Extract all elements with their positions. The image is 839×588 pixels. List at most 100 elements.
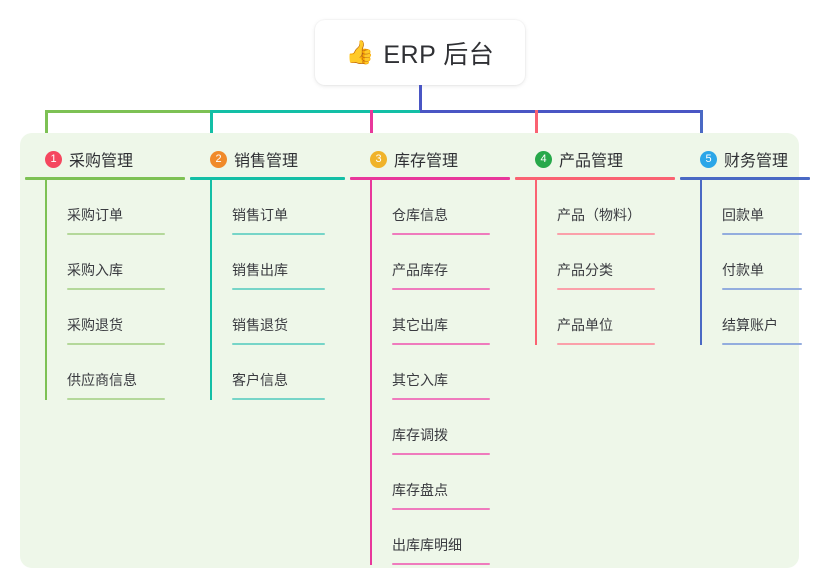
column-items-1: 采购订单采购入库采购退货供应商信息: [45, 180, 185, 400]
list-item[interactable]: 回款单: [700, 180, 810, 235]
list-item-rule: [392, 563, 490, 565]
column-header-rule-1: [25, 177, 185, 180]
list-item[interactable]: 产品（物料）: [535, 180, 675, 235]
root-node-card[interactable]: 👍 ERP 后台: [315, 20, 525, 85]
column-spine-5: [700, 180, 702, 345]
list-item[interactable]: 销售出库: [210, 235, 345, 290]
list-item-rule: [232, 398, 325, 400]
column-header-rule-5: [680, 177, 810, 180]
column-header-rule-2: [190, 177, 345, 180]
thumbs-up-icon: 👍: [345, 39, 375, 65]
list-item-rule: [722, 233, 802, 235]
list-item-label: 库存调拨: [392, 427, 448, 443]
column-header-rule-3: [350, 177, 510, 180]
column-5: 5 财务管理回款单付款单结算账户: [680, 147, 810, 345]
list-item[interactable]: 出库库明细: [370, 510, 510, 565]
column-badge-3: 3: [370, 150, 387, 168]
list-item-label: 销售订单: [232, 207, 288, 223]
list-item-label: 采购退货: [67, 317, 123, 333]
list-item[interactable]: 仓库信息: [370, 180, 510, 235]
list-item[interactable]: 客户信息: [210, 345, 345, 400]
list-item-rule: [722, 343, 802, 345]
branch-drop-2: [210, 110, 213, 153]
list-item-label: 库存盘点: [392, 482, 448, 498]
list-item-rule: [67, 343, 165, 345]
bus-segment-mid: [210, 110, 422, 113]
list-item-label: 结算账户: [722, 317, 778, 333]
list-item-label: 客户信息: [232, 372, 288, 388]
list-item-rule: [392, 453, 490, 455]
list-item-label: 产品（物料）: [557, 207, 641, 223]
column-badge-5: 5: [700, 150, 717, 168]
list-item-label: 采购订单: [67, 207, 123, 223]
list-item[interactable]: 销售订单: [210, 180, 345, 235]
list-item[interactable]: 产品单位: [535, 290, 675, 345]
column-header-3[interactable]: 3 库存管理: [370, 147, 510, 171]
list-item[interactable]: 库存盘点: [370, 455, 510, 510]
list-item[interactable]: 产品库存: [370, 235, 510, 290]
column-spine-2: [210, 180, 212, 400]
list-item-rule: [392, 508, 490, 510]
list-item-rule: [67, 233, 165, 235]
branch-drop-5: [700, 110, 703, 153]
list-item-label: 出库库明细: [392, 537, 462, 553]
column-spine-1: [45, 180, 47, 400]
list-item[interactable]: 其它入库: [370, 345, 510, 400]
column-badge-2: 2: [210, 150, 227, 168]
list-item-rule: [232, 343, 325, 345]
list-item[interactable]: 结算账户: [700, 290, 810, 345]
list-item[interactable]: 采购订单: [45, 180, 185, 235]
column-header-4[interactable]: 4 产品管理: [535, 147, 675, 171]
list-item[interactable]: 采购入库: [45, 235, 185, 290]
list-item-label: 销售退货: [232, 317, 288, 333]
list-item-label: 回款单: [722, 207, 764, 223]
column-header-5[interactable]: 5 财务管理: [700, 147, 810, 171]
column-title-2: 销售管理: [234, 153, 299, 170]
list-item-rule: [722, 288, 802, 290]
root-node-title: ERP 后台: [383, 40, 495, 69]
column-badge-1: 1: [45, 150, 62, 168]
column-spine-3: [370, 180, 372, 565]
root-stem: [419, 85, 422, 113]
column-header-rule-4: [515, 177, 675, 180]
list-item[interactable]: 付款单: [700, 235, 810, 290]
list-item[interactable]: 库存调拨: [370, 400, 510, 455]
column-title-5: 财务管理: [724, 153, 789, 170]
list-item-label: 供应商信息: [67, 372, 137, 388]
list-item[interactable]: 产品分类: [535, 235, 675, 290]
list-item-rule: [392, 398, 490, 400]
list-item-rule: [557, 343, 655, 345]
list-item-label: 产品库存: [392, 262, 448, 278]
column-spine-4: [535, 180, 537, 345]
column-badge-4: 4: [535, 150, 552, 168]
list-item-label: 其它入库: [392, 372, 448, 388]
list-item-label: 其它出库: [392, 317, 448, 333]
list-item-label: 产品分类: [557, 262, 613, 278]
column-3: 3 库存管理仓库信息产品库存其它出库其它入库库存调拨库存盘点出库库明细: [350, 147, 510, 565]
list-item-rule: [232, 233, 325, 235]
column-items-4: 产品（物料） 产品分类产品单位: [535, 180, 675, 345]
list-item-rule: [232, 288, 325, 290]
list-item[interactable]: 销售退货: [210, 290, 345, 345]
list-item-rule: [392, 233, 490, 235]
column-2: 2 销售管理销售订单销售出库销售退货客户信息: [190, 147, 345, 400]
column-items-2: 销售订单销售出库销售退货客户信息: [210, 180, 345, 400]
branch-drop-3: [370, 110, 373, 153]
list-item-rule: [557, 233, 655, 235]
list-item-rule: [67, 288, 165, 290]
list-item[interactable]: 采购退货: [45, 290, 185, 345]
list-item-label: 仓库信息: [392, 207, 448, 223]
list-item-rule: [392, 343, 490, 345]
list-item-label: 付款单: [722, 262, 764, 278]
list-item[interactable]: 供应商信息: [45, 345, 185, 400]
column-title-3: 库存管理: [394, 153, 459, 170]
list-item-label: 产品单位: [557, 317, 613, 333]
list-item-label: 采购入库: [67, 262, 123, 278]
list-item-label: 销售出库: [232, 262, 288, 278]
list-item[interactable]: 其它出库: [370, 290, 510, 345]
column-header-2[interactable]: 2 销售管理: [210, 147, 345, 171]
column-title-4: 产品管理: [559, 153, 624, 170]
